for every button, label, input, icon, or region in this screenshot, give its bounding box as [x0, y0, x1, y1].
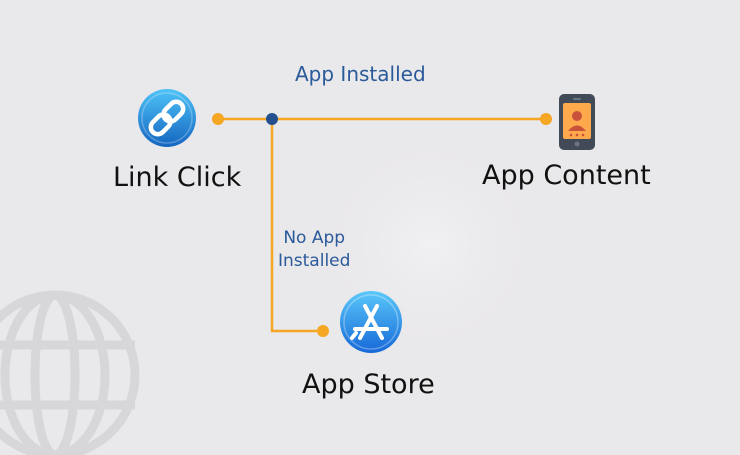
node-label-app-content: App Content [482, 160, 651, 191]
node-label-app-store: App Store [302, 369, 435, 400]
globe-watermark [0, 290, 140, 455]
connector-end-dot-content [540, 113, 552, 125]
edge-label-app-installed: App Installed [295, 62, 426, 86]
edge-label-line-1: No App [283, 228, 346, 248]
connector-not-installed [270, 119, 323, 333]
edge-label-no-app-installed: No App Installed [278, 227, 350, 273]
link-icon [138, 89, 196, 147]
junction-dot [266, 113, 278, 125]
smartphone-icon [559, 94, 595, 150]
connector-end-dot-store [317, 325, 329, 337]
connector-start-dot [212, 113, 224, 125]
edge-label-line-2: Installed [278, 251, 351, 271]
app-store-icon [340, 291, 402, 353]
node-label-link-click: Link Click [113, 162, 242, 193]
